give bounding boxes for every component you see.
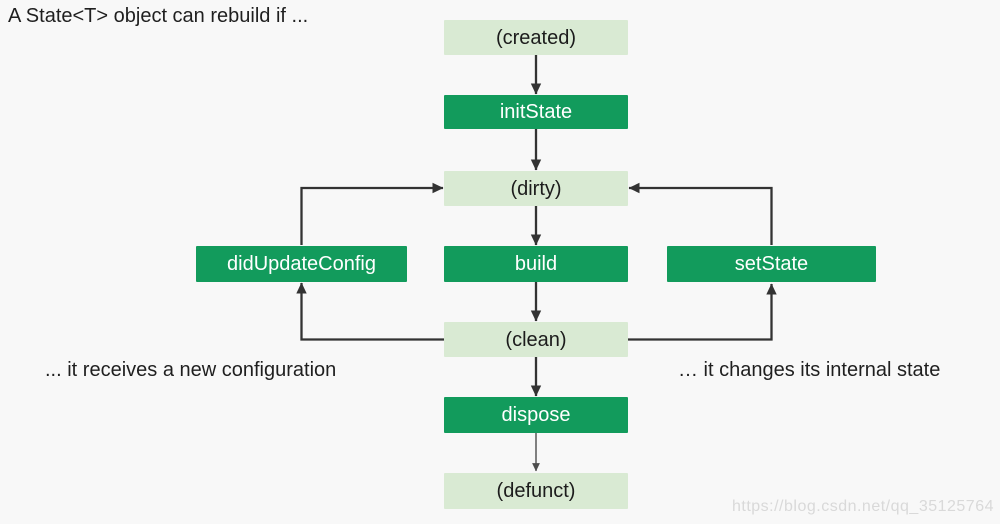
arrow-clean-to-didupdateconfig [296,282,444,341]
caption-left: ... it receives a new configuration [45,359,337,381]
node-setstate: setState [667,246,876,282]
node-clean: (clean) [444,322,628,357]
node-didupdateconfig: didUpdateConfig [196,246,407,282]
arrow-clean-to-setstate [628,283,777,341]
node-dirty: (dirty) [444,171,628,206]
diagram-title: A State<T> object can rebuild if ... [8,5,309,27]
node-initstate: initState [444,95,628,129]
node-build: build [444,246,628,282]
caption-right: … it changes its internal state [678,359,941,381]
node-created: (created) [444,20,628,55]
arrow-didupdateconfig-to-dirty [300,182,444,245]
arrow-setstate-to-dirty [628,182,773,245]
node-dispose: dispose [444,397,628,433]
node-defunct: (defunct) [444,473,628,509]
watermark: https://blog.csdn.net/qq_35125764 [731,498,994,515]
